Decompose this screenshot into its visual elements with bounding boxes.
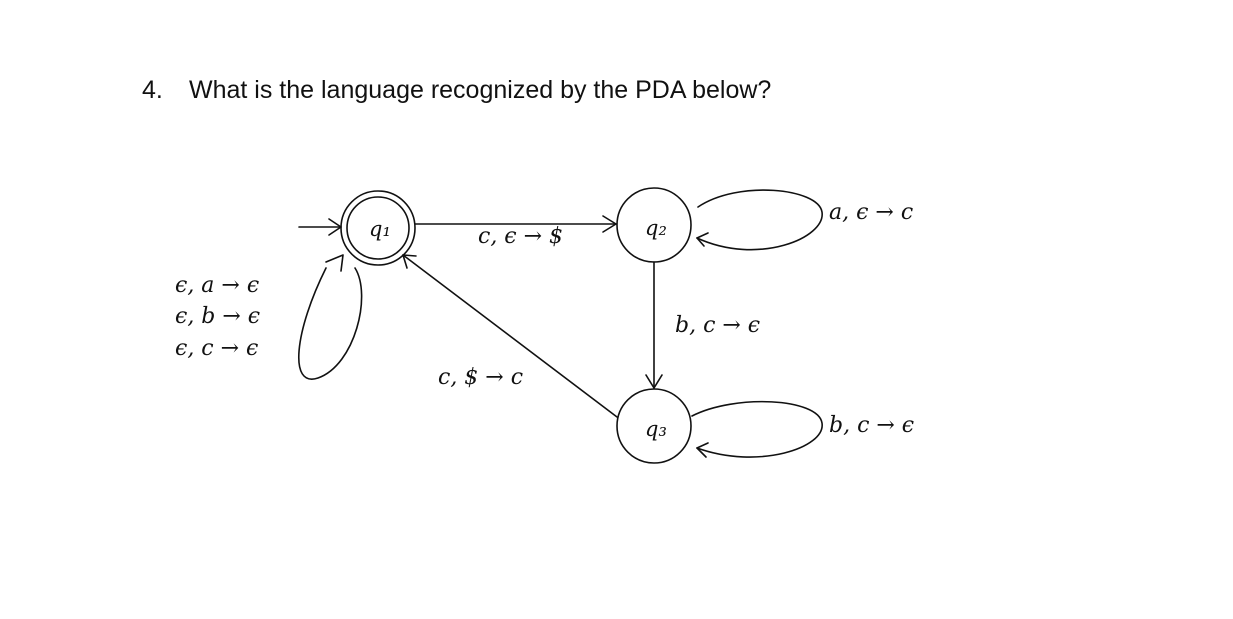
- edge-label-q1-loop-2: ϵ, b → ϵ: [175, 304, 260, 329]
- edge-q2-self-loop: [696, 189, 823, 251]
- state-label-q3: q₃: [645, 417, 667, 441]
- edge-label-q3-loop: b, c → ϵ: [829, 413, 914, 438]
- edge-label-q2-q3: b, c → ϵ: [675, 313, 760, 338]
- question-text: What is the language recognized by the P…: [189, 76, 772, 104]
- start-arrow: [298, 218, 342, 236]
- edge-label-q1-loop-3: ϵ, c → ϵ: [175, 336, 258, 361]
- edge-label-q1-q2: c, ϵ → $: [478, 224, 563, 249]
- state-label-q1: q₁: [369, 217, 391, 241]
- edge-q3-self-loop: [691, 400, 823, 458]
- edge-q2-q3: [645, 261, 663, 389]
- question: 4. What is the language recognized by the…: [142, 73, 771, 107]
- edge-q1-q2: [414, 215, 617, 233]
- edge-label-q1-loop-1: ϵ, a → ϵ: [175, 273, 259, 298]
- edge-q1-self-loop: [298, 254, 363, 380]
- edge-label-q2-loop: a, ϵ → c: [829, 200, 913, 225]
- state-q1: [340, 190, 416, 266]
- state-label-q2: q₂: [645, 216, 667, 240]
- edge-q3-q1: [402, 254, 618, 418]
- state-q3: [616, 388, 692, 464]
- edge-label-q3-q1: c, $ → c: [438, 365, 523, 390]
- question-number: 4.: [142, 76, 163, 104]
